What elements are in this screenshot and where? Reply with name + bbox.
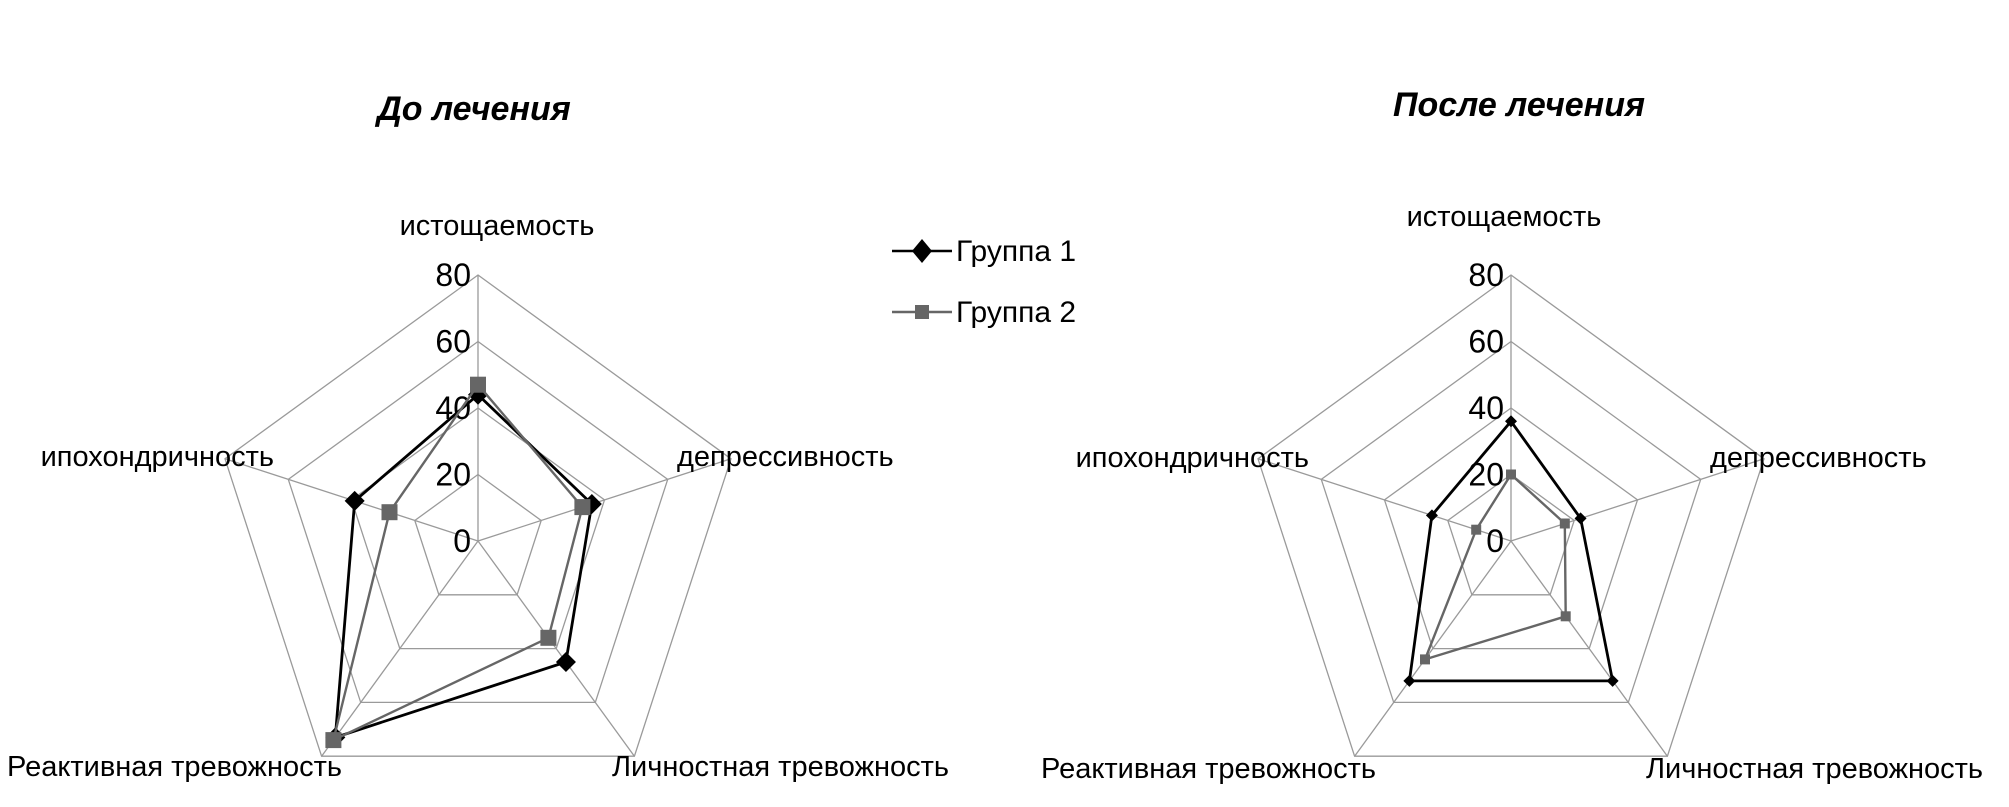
tick-labels-after: 0 20 40 60 80: [1468, 257, 1504, 559]
category-label: ипохондричность: [1076, 442, 1309, 474]
tick-label: 0: [453, 523, 471, 559]
grid-ring: [1257, 274, 1765, 757]
legend-item-group2[interactable]: Группа 2: [892, 296, 1076, 329]
grid-before: [224, 274, 732, 757]
series-line-group2: [1423, 473, 1567, 661]
data-point-group2: [381, 504, 398, 521]
tick-label: 60: [1468, 324, 1504, 360]
data-point-group2: [574, 499, 591, 516]
data-point-group1: [1574, 512, 1587, 525]
grid-spoke: [1354, 540, 1512, 757]
legend-label-group2: Группа 2: [956, 296, 1076, 329]
data-point-group1: [1425, 509, 1438, 522]
series-line-group1: [333, 393, 594, 739]
legend-label-group1: Группа 1: [956, 235, 1076, 268]
grid-ring: [1383, 407, 1639, 650]
data-point-group1: [581, 494, 602, 515]
grid-spoke: [477, 540, 635, 757]
data-point-group1: [1606, 674, 1619, 687]
data-point-group1: [1403, 674, 1416, 687]
grid-ring: [224, 274, 732, 757]
chart-title-before: До лечения: [374, 90, 571, 128]
radar-chart-after: После лечения 0 20 40 60 80 истощаемость деп…: [1041, 86, 1983, 785]
tick-label: 80: [1468, 257, 1504, 293]
grid-ring: [1447, 473, 1575, 596]
category-label: Реактивная тревожность: [1041, 753, 1376, 785]
tick-label: 60: [435, 324, 471, 360]
legend-item-group1[interactable]: Группа 1: [892, 235, 1076, 268]
series-after: [1403, 415, 1619, 687]
data-point-group1: [344, 490, 365, 511]
tick-label: 40: [1468, 390, 1504, 426]
tick-label: 20: [1468, 457, 1504, 493]
grid-spoke: [1257, 458, 1512, 542]
tick-label: 20: [435, 457, 471, 493]
series-before: [325, 376, 602, 749]
data-point-group1: [555, 652, 576, 673]
data-point-group1: [1505, 415, 1517, 428]
series-line-group1: [1408, 419, 1614, 683]
category-label: Реактивная тревожность: [7, 751, 342, 783]
tick-label: 0: [1486, 523, 1504, 559]
grid-spoke: [1510, 458, 1765, 542]
category-label: истощаемость: [400, 210, 595, 242]
grid-spoke: [477, 458, 732, 542]
grid-spoke: [321, 540, 479, 757]
data-point-group2: [1560, 611, 1571, 622]
category-label: Личностная тревожность: [612, 751, 949, 783]
grid-ring: [1320, 340, 1702, 704]
data-point-group2: [325, 732, 342, 749]
data-point-group2: [540, 629, 557, 646]
legend: Группа 1 Группа 2: [892, 235, 1076, 329]
grid-after: [1257, 274, 1765, 757]
category-label: депрессивность: [1710, 442, 1927, 474]
category-label: Личностная тревожность: [1646, 753, 1983, 785]
grid-ring: [287, 340, 669, 704]
diamond-marker-icon: [912, 239, 932, 263]
category-labels-before: истощаемость депрессивность Личностная т…: [7, 210, 949, 783]
data-point-group2: [1559, 518, 1570, 529]
grid-ring: [414, 473, 542, 596]
data-point-group2: [470, 376, 486, 393]
data-point-group2: [1471, 524, 1482, 535]
square-marker-icon: [915, 305, 929, 319]
category-label: истощаемость: [1407, 201, 1602, 233]
grid-spoke: [1510, 540, 1668, 757]
category-label: депрессивность: [677, 441, 894, 473]
category-labels-after: истощаемость депрессивность Личностная т…: [1041, 201, 1983, 785]
tick-label: 80: [435, 257, 471, 293]
series-line-group2: [332, 383, 584, 742]
data-point-group2: [1506, 469, 1516, 480]
data-point-group2: [1420, 654, 1430, 665]
category-label: ипохондричность: [41, 441, 274, 473]
chart-title-after: После лечения: [1393, 86, 1645, 124]
